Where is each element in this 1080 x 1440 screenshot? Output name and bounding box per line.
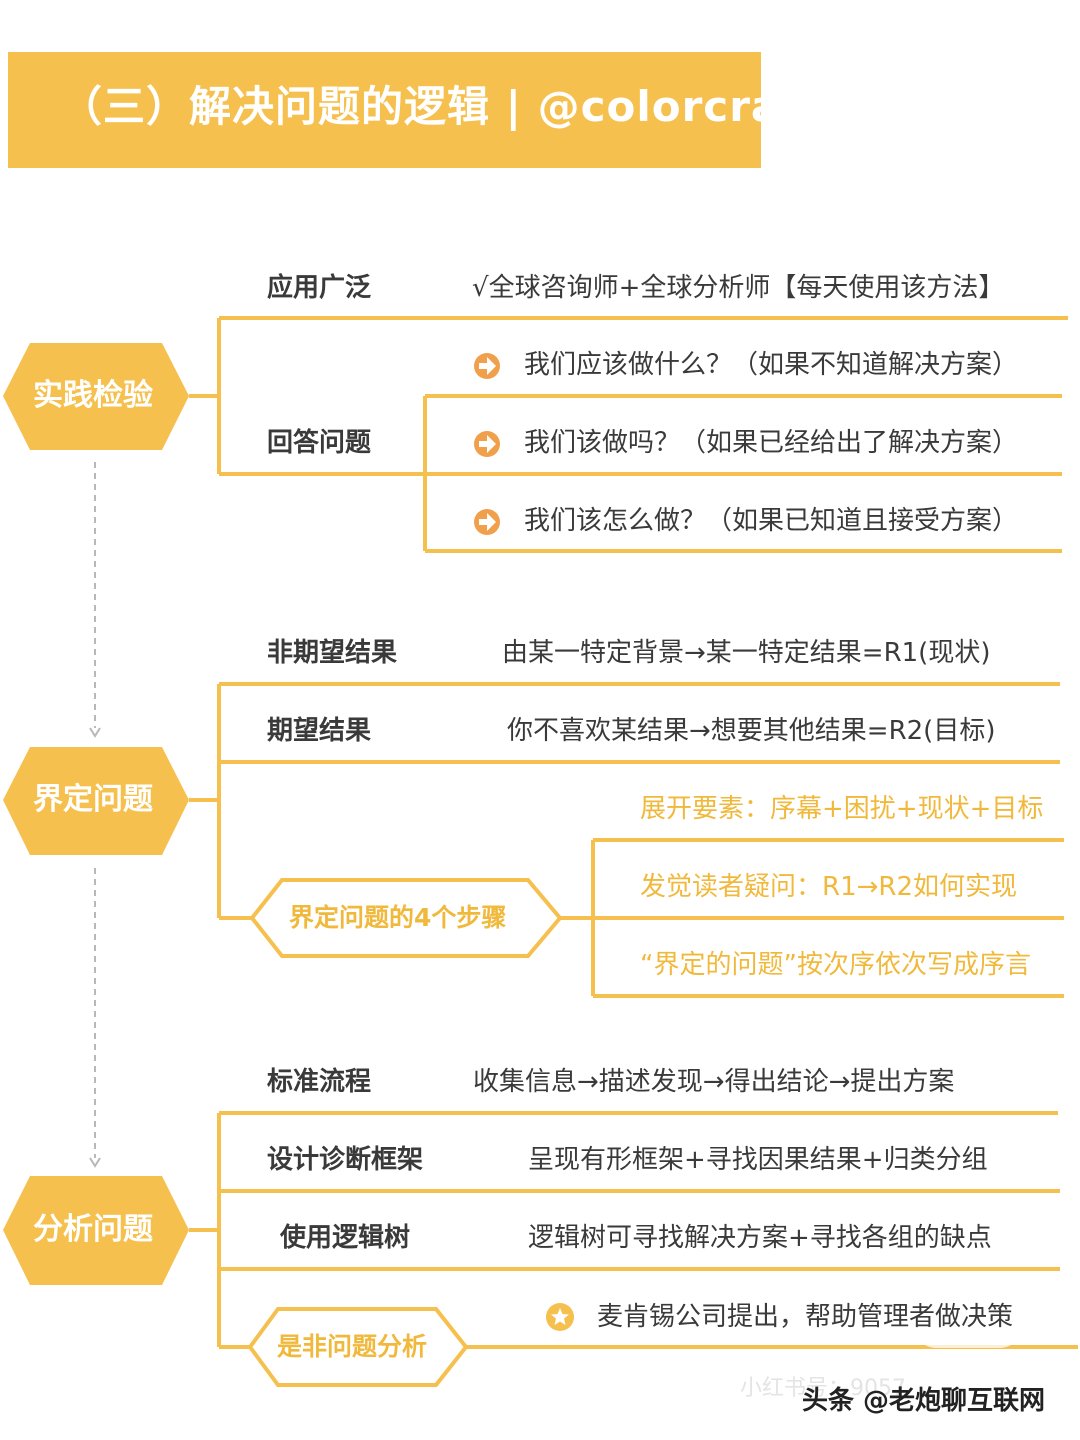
row-label-huidawenti: 回答问题 xyxy=(267,428,372,458)
section-label-shijianjianyan: 实践检验 xyxy=(33,378,153,413)
question-item: 我们该怎么做？（如果已知道且接受方案） xyxy=(524,506,1019,536)
yes-no-text: 麦肯锡公司提出，帮助管理者做决策 xyxy=(597,1302,1014,1332)
watermark: 头条 @老炮聊互联网 xyxy=(802,1386,1046,1416)
arrow-right-circle-icon xyxy=(474,509,500,535)
question-item: 我们应该做什么？（如果不知道解决方案） xyxy=(524,350,1019,380)
flow-arrow-1 xyxy=(89,462,101,738)
row-label-biaozhunliucheng: 标准流程 xyxy=(267,1067,372,1097)
question-item: 我们该做吗？（如果已经给出了解决方案） xyxy=(524,428,1019,458)
overlay-blob xyxy=(912,1298,1024,1348)
row-label-yingyongguangfan: 应用广泛 xyxy=(267,273,372,303)
title-banner xyxy=(8,52,761,168)
row-label-shejizhenduankuangjia: 设计诊断框架 xyxy=(267,1145,424,1175)
connector-section-2 xyxy=(189,682,1064,998)
connector-section-1 xyxy=(189,316,1068,553)
row-text-feiqiwangjieguo: 由某一特定背景→某一特定结果=R1(现状) xyxy=(502,638,991,668)
hexagon-jiedingwenti xyxy=(3,747,189,855)
row-label-qiwangjieguo: 期望结果 xyxy=(267,716,372,746)
arrow-right-circle-icon xyxy=(474,353,500,379)
hexagon-yes-no xyxy=(247,1307,469,1387)
hexagon-shijianjianyan xyxy=(3,343,189,450)
row-text-shejizhenduankuangjia: 呈现有形框架+寻找因果结果+归类分组 xyxy=(528,1145,988,1175)
steps-label: 界定问题的4个步骤 xyxy=(289,903,507,932)
yes-no-label: 是非问题分析 xyxy=(277,1332,428,1361)
row-text-biaozhunliucheng: 收集信息→描述发现→得出结论→提出方案 xyxy=(473,1067,955,1097)
row-label-feiqiwangjieguo: 非期望结果 xyxy=(267,638,398,668)
row-text-qiwangjieguo: 你不喜欢某结果→想要其他结果=R2(目标) xyxy=(507,716,996,746)
hexagon-steps xyxy=(249,878,563,958)
step-item: 展开要素：序幕+困扰+现状+目标 xyxy=(640,794,1044,824)
section-label-fenxiwenti: 分析问题 xyxy=(33,1212,153,1247)
hexagon-fenxiwenti xyxy=(3,1176,189,1285)
step-item: “界定的问题”按次序依次写成序言 xyxy=(640,950,1031,980)
arrow-right-circle-icon xyxy=(474,431,500,457)
row-text-shiyongluojishu: 逻辑树可寻找解决方案+寻找各组的缺点 xyxy=(528,1223,992,1253)
faint-watermark: 小红书号：9057 xyxy=(740,1376,906,1401)
star-circle-icon xyxy=(546,1303,574,1331)
flow-arrow-2 xyxy=(89,868,101,1168)
row-text-yingyongguangfan: √全球咨询师+全球分析师【每天使用该方法】 xyxy=(472,273,1005,303)
row-label-shiyongluojishu: 使用逻辑树 xyxy=(280,1223,411,1253)
page-title: （三）解决问题的逻辑 | @colorcrash xyxy=(60,82,838,131)
section-label-jiedingwenti: 界定问题 xyxy=(33,782,153,817)
step-item: 发觉读者疑问：R1→R2如何实现 xyxy=(640,872,1018,902)
